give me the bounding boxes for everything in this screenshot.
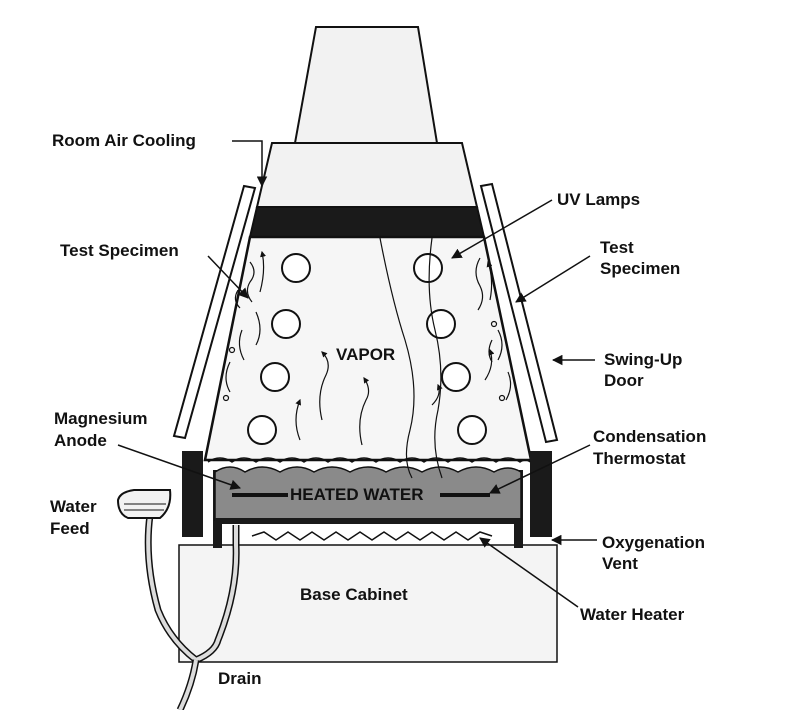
- label-swing-up-1: Swing-Up: [604, 350, 682, 369]
- label-condensation-1: Condensation: [593, 427, 706, 446]
- label-heated-water: HEATED WATER: [290, 485, 423, 504]
- side-post-left: [182, 451, 203, 537]
- label-vapor: VAPOR: [336, 345, 395, 364]
- uv-lamp: [247, 415, 277, 445]
- label-condensation-2: Thermostat: [593, 449, 686, 468]
- side-post-right: [530, 451, 552, 537]
- uv-lamp: [441, 362, 471, 392]
- leader-lines: [117, 140, 597, 608]
- uv-lamp: [457, 415, 487, 445]
- label-oxygenation-2: Vent: [602, 554, 638, 573]
- water-heater-coil: [251, 531, 493, 541]
- label-water-feed-1: Water: [50, 497, 97, 516]
- uv-lamp: [281, 253, 311, 283]
- water-surface-waves: [207, 457, 531, 463]
- basin-floor: [215, 518, 521, 524]
- heated-water-pool: [214, 466, 522, 521]
- specimen-condensation-right: [475, 257, 512, 402]
- label-oxygenation-1: Oxygenation: [602, 533, 705, 552]
- uv-lamp: [271, 309, 301, 339]
- swing-up-door-right: [479, 182, 559, 444]
- drain-pipe-inner: [178, 659, 198, 710]
- uv-lamp: [426, 309, 456, 339]
- label-base-cabinet: Base Cabinet: [300, 585, 408, 604]
- chimney-top: [293, 26, 439, 144]
- lamp-band: [248, 206, 486, 238]
- label-magnesium-anode-2: Anode: [54, 431, 107, 450]
- label-swing-up-2: Door: [604, 371, 644, 390]
- uv-lamp: [260, 362, 290, 392]
- label-room-air-cooling: Room Air Cooling: [52, 131, 196, 150]
- convection-line: [428, 237, 443, 479]
- base-cabinet-box: [178, 544, 558, 663]
- label-test-specimen-left: Test Specimen: [60, 241, 179, 260]
- magnesium-anode-bar: [232, 493, 288, 497]
- label-uv-lamps: UV Lamps: [557, 190, 640, 209]
- label-drain: Drain: [218, 669, 261, 688]
- swing-up-door-left: [172, 184, 257, 440]
- thermostat-bar: [440, 493, 490, 497]
- vapor-arrows: [295, 348, 495, 446]
- label-magnesium-anode-1: Magnesium: [54, 409, 148, 428]
- water-feed-funnel-ridges: [124, 503, 166, 511]
- label-test-specimen-right-2: Specimen: [600, 259, 680, 278]
- convection-line: [379, 237, 415, 479]
- label-water-feed-2: Feed: [50, 519, 90, 538]
- uv-lamp: [413, 253, 443, 283]
- upper-housing: [255, 142, 479, 208]
- label-water-heater: Water Heater: [580, 605, 685, 624]
- label-test-specimen-right-1: Test: [600, 238, 634, 257]
